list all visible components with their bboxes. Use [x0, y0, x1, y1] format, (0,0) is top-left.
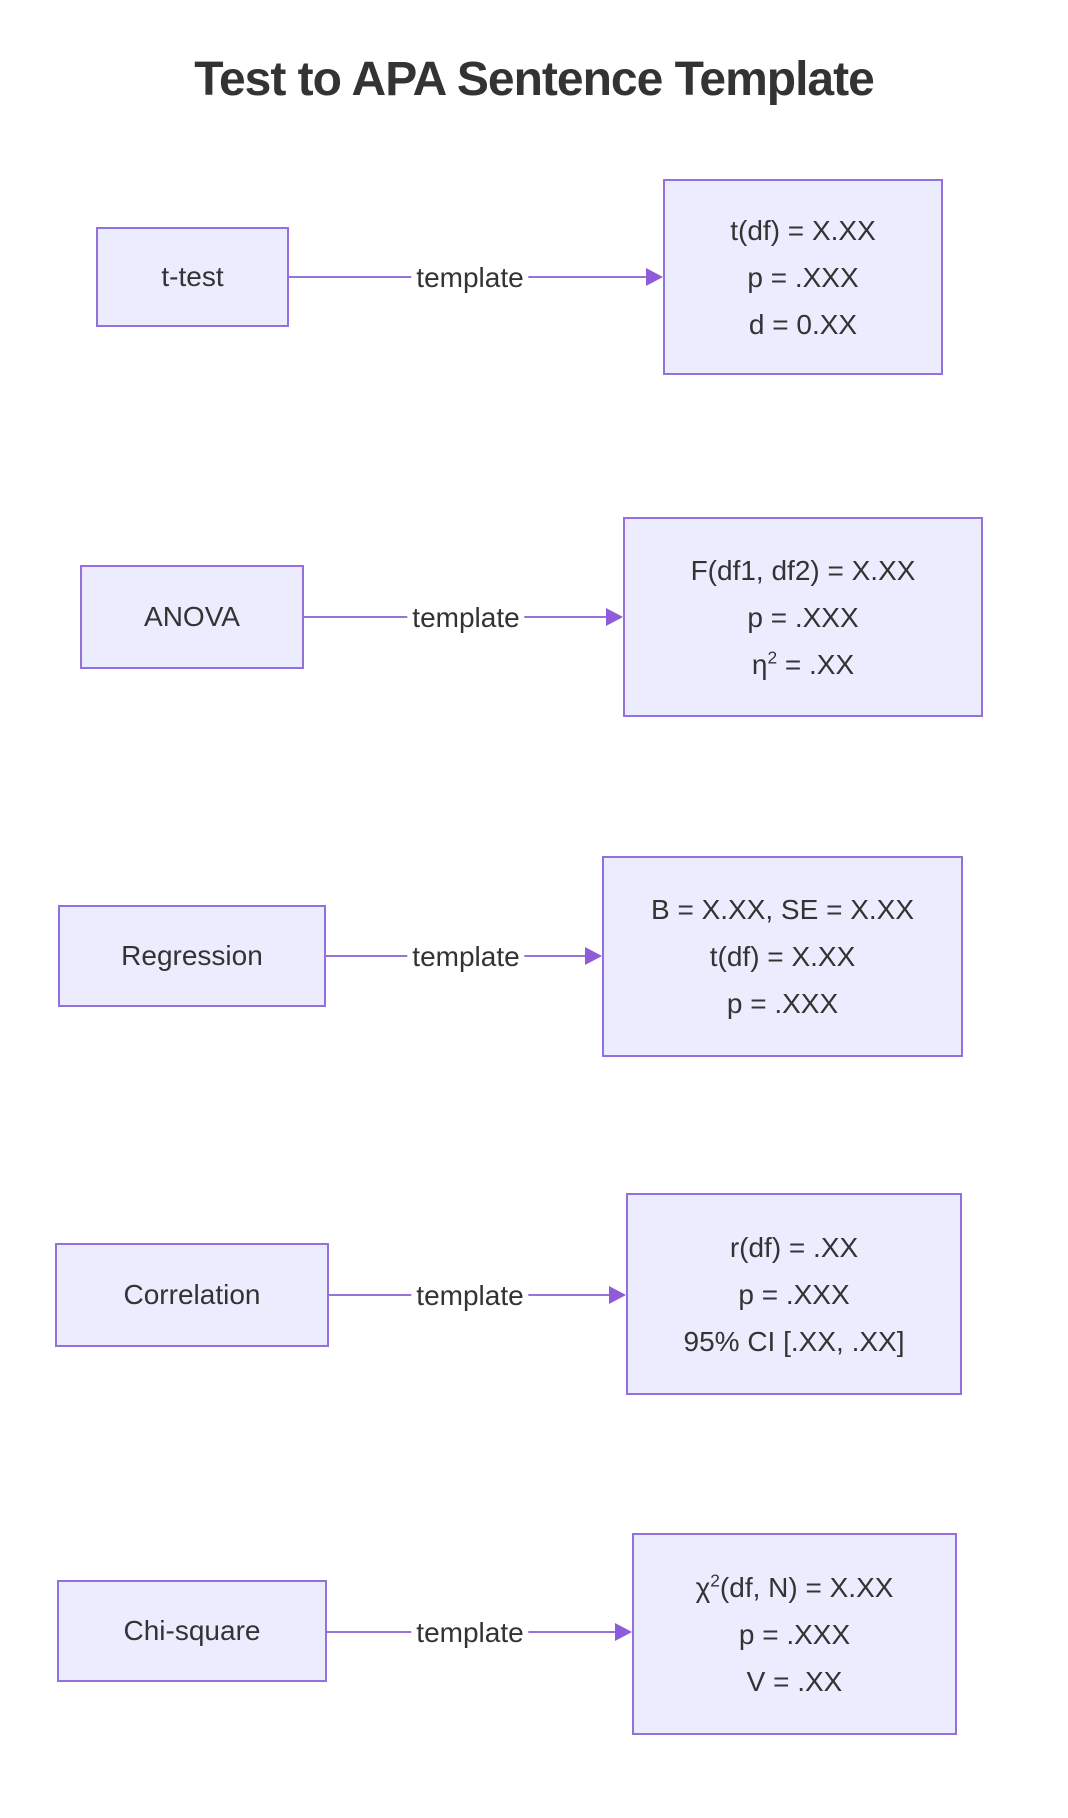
template-line: d = 0.XX: [748, 308, 858, 340]
test-node-anova: ANOVA: [80, 565, 304, 669]
arrowhead-icon: [585, 947, 602, 965]
test-node-label: Correlation: [123, 1279, 261, 1310]
arrowhead-icon: [615, 1623, 632, 1641]
test-node-t-test: t-test: [96, 227, 289, 327]
template-node-anova: F(df1, df2) = X.XX p = .XXX η2 = .XX: [623, 517, 983, 717]
test-node-regression: Regression: [58, 905, 326, 1007]
template-line: η2 = .XX: [751, 647, 855, 680]
arrowhead-icon: [609, 1286, 626, 1304]
test-node-label: ANOVA: [144, 601, 240, 632]
template-node-chi-square: χ2(df, N) = X.XX p = .XXX V = .XX: [632, 1533, 957, 1735]
template-line: B = X.XX, SE = X.XX: [650, 894, 915, 925]
edge-label-regression: template: [407, 941, 525, 973]
template-node-regression: B = X.XX, SE = X.XX t(df) = X.XX p = .XX…: [602, 856, 963, 1057]
edge-label-chi-square: template: [411, 1617, 529, 1649]
template-line: χ2(df, N) = X.XX: [695, 1570, 894, 1603]
template-line: r(df) = .XX: [729, 1231, 859, 1263]
template-line: t(df) = X.XX: [730, 214, 876, 246]
arrowhead-icon: [606, 608, 623, 626]
test-node-label: Chi-square: [123, 1615, 261, 1646]
template-line: p = .XXX: [726, 988, 839, 1019]
arrowhead-icon: [646, 268, 663, 286]
template-line: p = .XXX: [738, 1278, 850, 1310]
test-node-correlation: Correlation: [55, 1243, 329, 1347]
template-line: F(df1, df2) = X.XX: [690, 554, 916, 586]
edge-label-correlation: template: [411, 1280, 529, 1312]
diagram-title: Test to APA Sentence Template: [194, 53, 875, 106]
test-node-label: t-test: [161, 261, 224, 292]
template-node-correlation: r(df) = .XX p = .XXX 95% CI [.XX, .XX]: [626, 1193, 962, 1395]
template-line: t(df) = X.XX: [709, 941, 856, 972]
template-line: p = .XXX: [747, 261, 859, 293]
template-line: p = .XXX: [747, 601, 859, 633]
template-node-t-test: t(df) = X.XX p = .XXX d = 0.XX: [663, 179, 943, 375]
template-line: p = .XXX: [738, 1618, 851, 1650]
template-line: V = .XX: [746, 1665, 843, 1697]
template-line: 95% CI [.XX, .XX]: [683, 1325, 905, 1357]
test-node-chi-square: Chi-square: [57, 1580, 327, 1682]
test-node-label: Regression: [121, 940, 263, 971]
edge-label-anova: template: [407, 602, 525, 634]
edge-label-t-test: template: [411, 262, 529, 294]
